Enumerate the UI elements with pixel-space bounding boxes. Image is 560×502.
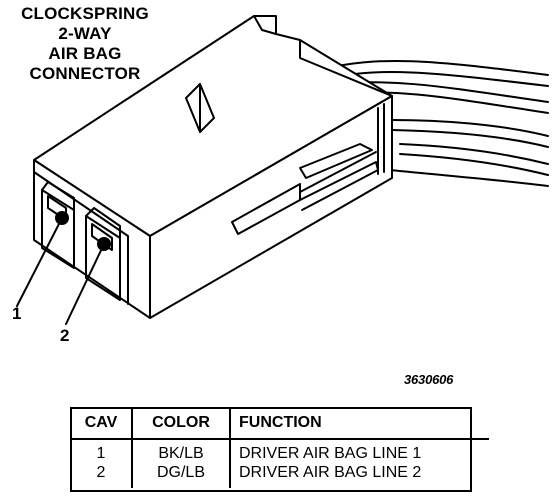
pin-2-label: 2 — [60, 326, 70, 345]
cell-cav: 1 — [96, 445, 106, 462]
cell-color: DG/LB — [131, 463, 230, 488]
title-line-1: CLOCKSPRING — [21, 4, 149, 23]
table-row: 2 DG/LB DRIVER AIR BAG LINE 2 — [71, 463, 489, 488]
pinout-table: CAV COLOR FUNCTION 1 BK/LB DRIVER AIR BA… — [71, 408, 489, 488]
figure-code: 3630606 — [404, 372, 454, 387]
header-function: FUNCTION — [229, 408, 489, 440]
title-line-3: AIR BAG — [48, 44, 122, 63]
diagram-title: CLOCKSPRING 2-WAY AIR BAG CONNECTOR — [0, 4, 170, 84]
pin-2-leader — [65, 243, 105, 325]
connector-illustration — [16, 15, 549, 325]
cell-function: DRIVER AIR BAG LINE 1 — [229, 439, 489, 463]
cell-color: BK/LB — [131, 439, 230, 463]
pin-1-leader — [16, 217, 63, 307]
table-row: 1 BK/LB DRIVER AIR BAG LINE 1 — [71, 439, 489, 463]
cell-function: DRIVER AIR BAG LINE 2 — [229, 463, 489, 488]
title-line-4: CONNECTOR — [29, 64, 141, 83]
title-line-2: 2-WAY — [58, 24, 112, 43]
table-header-row: CAV COLOR FUNCTION — [71, 408, 489, 440]
cell-cav: 2 — [96, 464, 106, 481]
latch-ridge — [185, 83, 215, 133]
pin-1-label: 1 — [12, 304, 22, 323]
header-color: COLOR — [131, 408, 230, 440]
header-cav: CAV — [71, 408, 132, 440]
